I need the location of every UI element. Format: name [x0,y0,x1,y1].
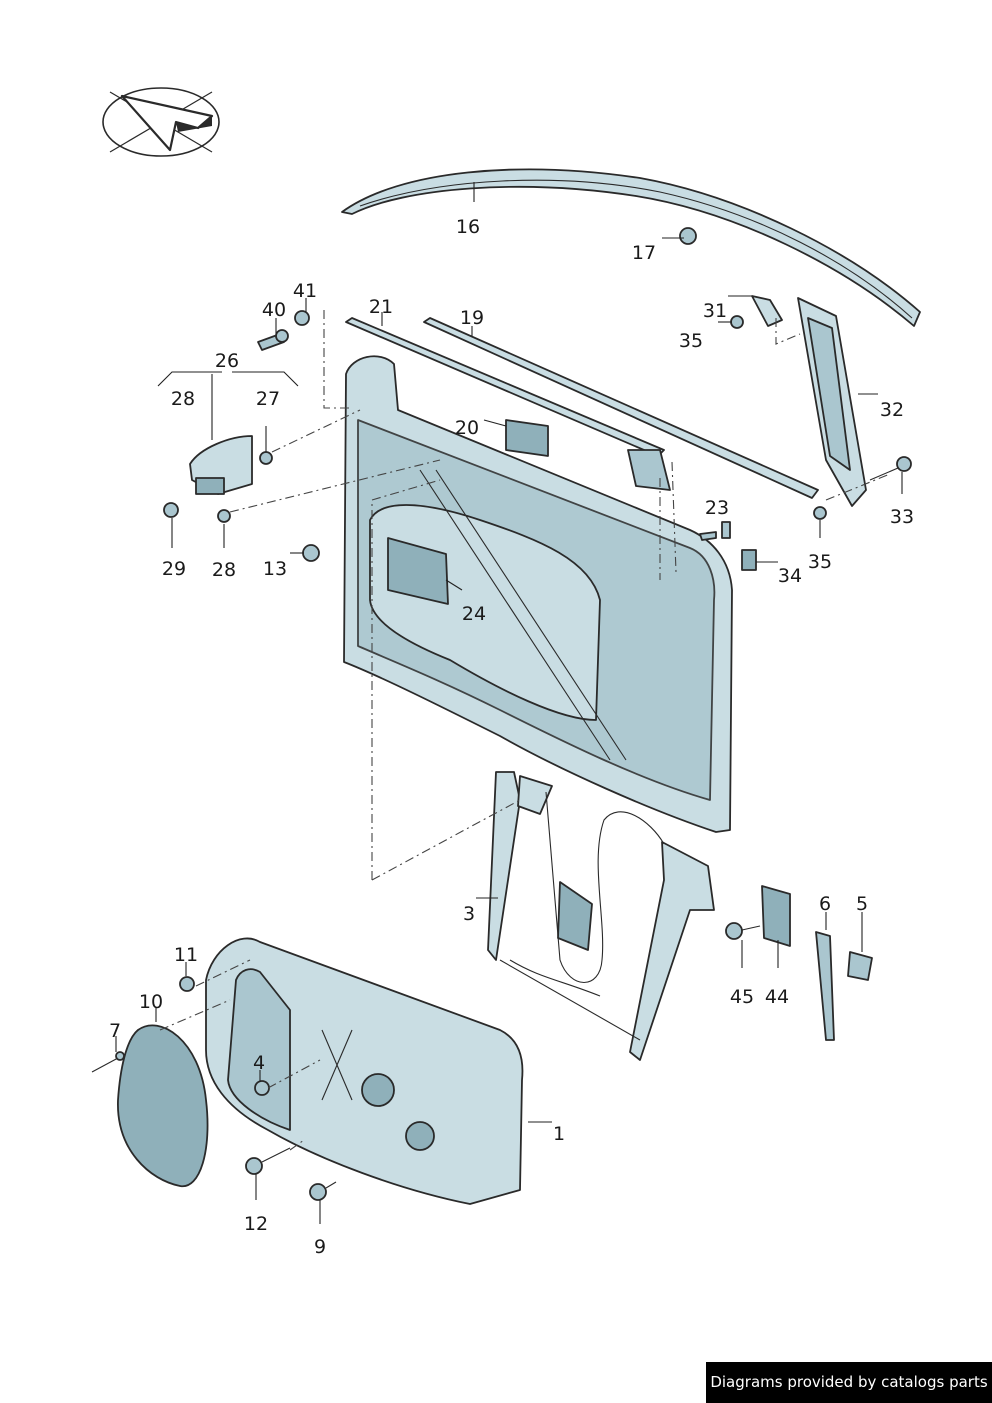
callout-10: 10 [139,991,163,1013]
callout-6: 6 [819,893,831,915]
bracket-31 [730,295,783,329]
callout-32: 32 [880,399,904,421]
window-strip-21 [345,317,665,457]
pin-7 [91,1051,125,1073]
callout-16: 16 [456,216,480,238]
callout-45: 45 [730,986,754,1008]
callout-21: 21 [369,296,393,318]
pad-20 [505,419,549,457]
callout-20: 20 [455,417,479,439]
callout-44: 44 [765,986,789,1008]
clip-35b [813,506,827,520]
callout-4: 4 [253,1052,265,1074]
screw-12 [245,1147,291,1175]
callout-labels: 16 17 41 40 21 19 31 35 26 28 27 20 32 3… [109,216,914,1258]
mirror-bracket [163,435,273,523]
callout-7: 7 [109,1020,121,1042]
callout-28-lower: 28 [212,559,236,581]
callout-13: 13 [263,558,287,580]
cover-44 [761,885,791,947]
callout-28-upper: 28 [171,388,195,410]
callout-1: 1 [553,1123,565,1145]
screw-33 [869,456,912,481]
callout-24: 24 [462,603,486,625]
callout-34: 34 [778,565,802,587]
clip-5 [847,951,873,981]
roof-seal-strip [341,168,921,327]
nut-4 [254,1080,270,1096]
callout-29: 29 [162,558,186,580]
callout-11: 11 [174,944,198,966]
nut-41 [294,310,310,326]
clip-23 [699,521,731,541]
nut-13 [302,544,320,562]
callout-33: 33 [890,506,914,528]
door-shell [343,355,733,833]
trim-32 [797,297,867,507]
inner-door-module-panel [205,937,524,1205]
callout-41: 41 [293,280,317,302]
leader-lines [115,182,903,1224]
callout-19: 19 [460,307,484,329]
callout-26: 26 [215,350,239,372]
callout-27: 27 [256,388,280,410]
orientation-arrow-icon [102,87,220,157]
cable-tie-6 [815,931,835,1041]
callout-5: 5 [856,893,868,915]
callout-31: 31 [703,300,727,322]
callout-3: 3 [463,903,475,925]
callout-9: 9 [314,1236,326,1258]
bolt-45 [725,922,761,940]
sealing-membrane-10 [117,1024,209,1187]
credit-banner: Diagrams provided by catalogs parts [706,1362,992,1403]
clip-11 [179,976,195,992]
callout-23: 23 [705,497,729,519]
window-regulator [487,771,715,1061]
pad-34 [741,549,757,571]
callout-17: 17 [632,242,656,264]
callout-35-lower: 35 [808,551,832,573]
window-strip-19 [423,317,819,499]
callout-35-upper: 35 [679,330,703,352]
callout-12: 12 [244,1213,268,1235]
callout-40: 40 [262,299,286,321]
screw-9 [309,1181,337,1201]
bolt-40 [257,329,289,351]
